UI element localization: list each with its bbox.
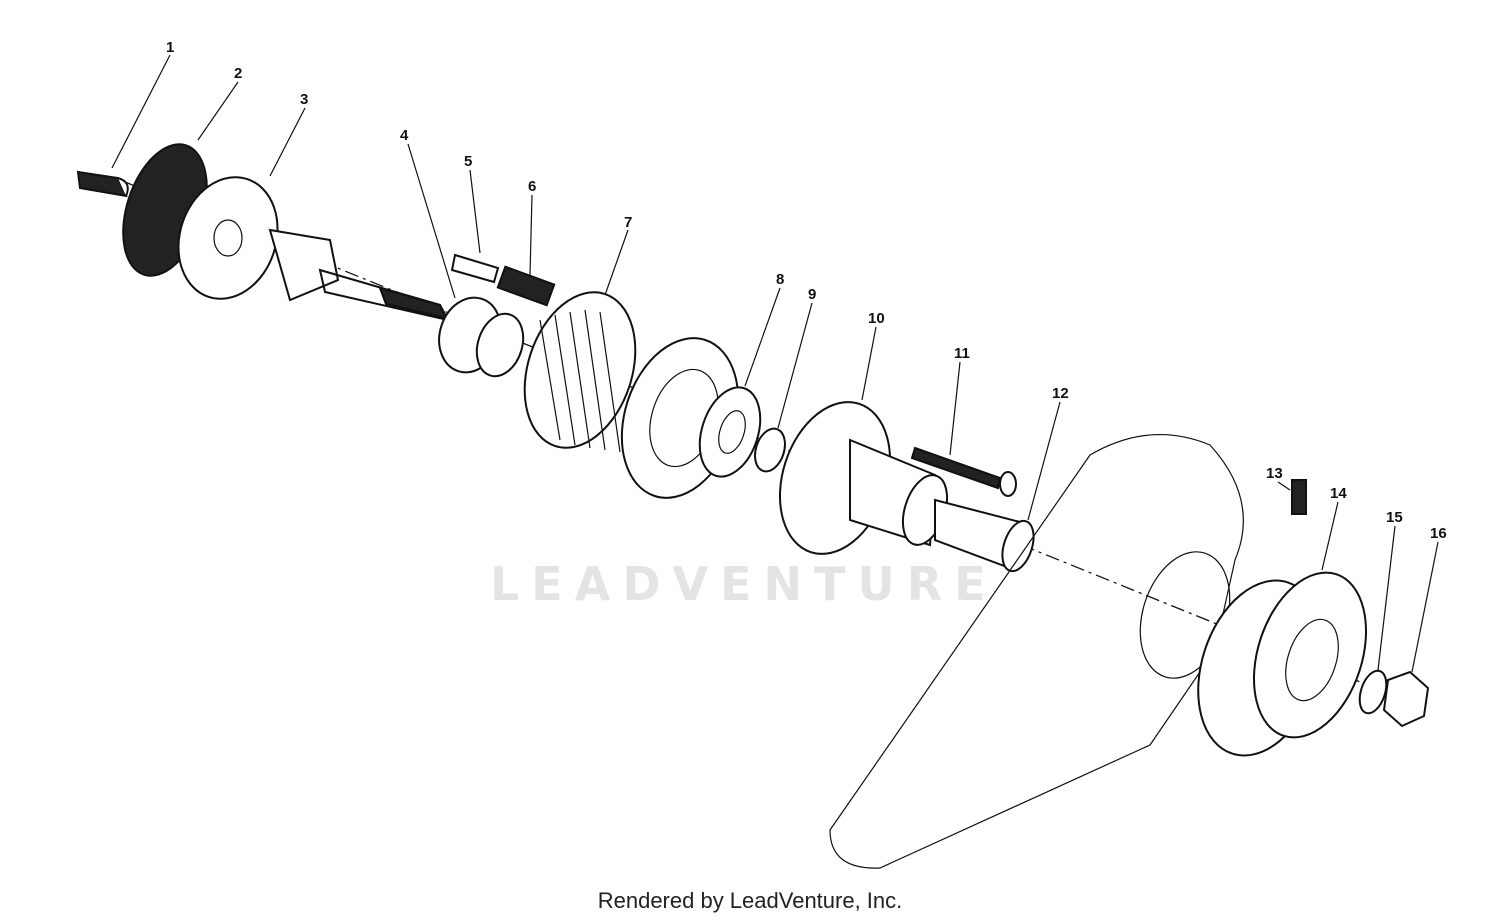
callout-leaders <box>111 54 1439 673</box>
callout-11: 11 <box>954 345 970 362</box>
callout-3: 3 <box>300 91 308 108</box>
callout-1: 1 <box>166 39 174 56</box>
part-11-bolt <box>910 446 1017 497</box>
callout-16: 16 <box>1430 525 1447 542</box>
part-9-washer <box>754 427 786 473</box>
part-6-spring <box>496 265 556 307</box>
watermark-text: LEADVENTURE <box>490 557 998 611</box>
callout-13: 13 <box>1266 465 1283 482</box>
callout-6: 6 <box>528 178 536 195</box>
part-14-idler-pulley <box>1197 571 1367 757</box>
callout-8: 8 <box>776 271 784 288</box>
part-1-stud <box>76 170 129 198</box>
callout-14: 14 <box>1330 485 1347 502</box>
callout-15: 15 <box>1386 509 1403 526</box>
part-8-bearing <box>698 386 762 478</box>
footer-credit: Rendered by LeadVenture, Inc. <box>597 888 903 913</box>
part-4-bushing <box>438 296 525 378</box>
callout-12: 12 <box>1052 385 1069 402</box>
part-5-pin <box>450 253 500 284</box>
part-10-idler-hub <box>778 401 1035 573</box>
part-15-washer <box>1358 669 1388 715</box>
callout-7: 7 <box>624 214 632 231</box>
idler-arm-plate <box>829 433 1244 869</box>
part-13-set-screw <box>1291 479 1307 515</box>
callout-10: 10 <box>868 310 885 327</box>
callout-5: 5 <box>464 153 472 170</box>
callout-4: 4 <box>400 127 409 144</box>
callout-2: 2 <box>234 65 242 82</box>
callout-9: 9 <box>808 286 816 303</box>
part-16-nut <box>1382 670 1430 728</box>
part-3-hub-shaft <box>177 176 450 322</box>
callout-numbers: 1 2 3 4 5 6 7 8 9 10 11 12 13 14 15 16 <box>166 39 1447 542</box>
